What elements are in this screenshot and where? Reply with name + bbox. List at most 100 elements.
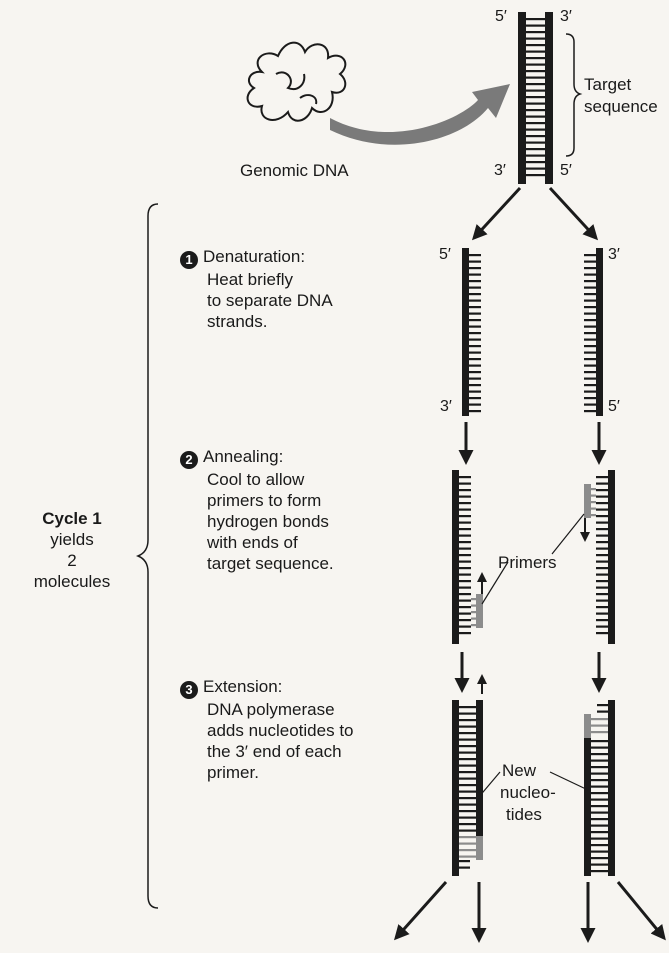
- base-rung: [591, 773, 608, 775]
- base-rung: [469, 404, 481, 406]
- base-rung: [584, 306, 596, 308]
- base-rung: [469, 410, 481, 412]
- base-rung: [591, 831, 608, 833]
- base-rung: [469, 345, 481, 347]
- base-rung: [591, 786, 608, 788]
- base-rung: [526, 38, 545, 40]
- base-rung: [584, 365, 596, 367]
- base-rung: [596, 567, 608, 569]
- base-rung: [526, 174, 545, 176]
- annealed-strand-right: [584, 470, 615, 644]
- base-rung: [584, 332, 596, 334]
- base-rung: [596, 528, 608, 530]
- base-rung: [591, 857, 608, 859]
- base-rung: [469, 293, 481, 295]
- new-nucleotides-label: New: [502, 760, 536, 781]
- step-text: to separate DNA: [180, 290, 333, 311]
- base-rung: [459, 719, 476, 721]
- base-rung: [469, 326, 481, 328]
- base-rung: [596, 476, 608, 478]
- base-rung: [459, 856, 476, 858]
- base-rung: [459, 561, 471, 563]
- base-rung: [459, 548, 471, 550]
- base-rung: [469, 313, 481, 315]
- base-rung: [526, 25, 545, 27]
- cycle-text: 2: [8, 550, 136, 571]
- step-text: adds nucleotides to: [180, 720, 354, 741]
- step-text: primer.: [180, 762, 354, 783]
- base-rung: [584, 326, 596, 328]
- base-rung: [591, 508, 596, 510]
- base-rung: [526, 83, 545, 85]
- base-rung: [459, 778, 476, 780]
- base-rung: [596, 509, 608, 511]
- annealed-strand-left: [452, 470, 483, 644]
- base-rung: [526, 70, 545, 72]
- base-rung: [584, 300, 596, 302]
- base-rung: [591, 825, 608, 827]
- base-rung: [596, 619, 608, 621]
- base-rung: [591, 812, 608, 814]
- base-rung: [469, 378, 481, 380]
- step-text: hydrogen bonds: [180, 511, 334, 532]
- base-rung: [459, 823, 476, 825]
- base-rung: [591, 779, 608, 781]
- base-rung: [526, 142, 545, 144]
- extended-molecule-right: [584, 700, 615, 876]
- base-rung: [469, 267, 481, 269]
- base-rung: [597, 704, 608, 706]
- base-rung: [469, 371, 481, 373]
- output-arrow-4: [618, 882, 664, 938]
- base-rung: [596, 535, 608, 537]
- base-rung: [591, 718, 608, 720]
- base-rung: [459, 613, 471, 615]
- base-rung: [526, 57, 545, 59]
- base-rung: [469, 319, 481, 321]
- base-rung: [459, 797, 476, 799]
- base-rung: [471, 605, 476, 607]
- base-rung: [459, 626, 471, 628]
- step-text: DNA polymerase: [180, 699, 354, 720]
- step-text: the 3′ end of each: [180, 741, 354, 762]
- target-label-line2: sequence: [584, 96, 658, 117]
- base-rung: [596, 515, 608, 517]
- base-rung: [459, 849, 476, 851]
- base-rung: [469, 280, 481, 282]
- denatured-strand-right: [584, 248, 603, 416]
- end-label: 3′: [560, 8, 572, 26]
- base-rung: [459, 732, 476, 734]
- base-rung: [459, 509, 471, 511]
- base-rung: [591, 740, 608, 742]
- base-rung: [526, 51, 545, 53]
- base-rung: [584, 339, 596, 341]
- base-rung: [596, 574, 608, 576]
- base-rung: [526, 129, 545, 131]
- base-rung: [584, 280, 596, 282]
- end-label: 5′: [560, 162, 572, 180]
- base-rung: [459, 606, 471, 608]
- step-text: Extension:: [203, 677, 282, 696]
- output-arrow-1: [396, 882, 446, 938]
- base-rung: [591, 488, 596, 490]
- base-rung: [471, 598, 476, 600]
- base-rung: [591, 731, 608, 733]
- base-rung: [584, 378, 596, 380]
- base-rung: [584, 261, 596, 263]
- base-rung: [584, 254, 596, 256]
- base-rung: [584, 313, 596, 315]
- base-rung: [526, 135, 545, 137]
- base-rung: [459, 554, 471, 556]
- base-rung: [584, 397, 596, 399]
- base-rung: [459, 483, 471, 485]
- base-rung: [596, 522, 608, 524]
- base-rung: [584, 371, 596, 373]
- step-text: with ends of: [180, 532, 334, 553]
- base-rung: [459, 541, 471, 543]
- base-rung: [596, 496, 608, 498]
- base-rung: [591, 805, 608, 807]
- base-rung: [471, 624, 476, 626]
- base-rung: [471, 611, 476, 613]
- base-rung: [459, 810, 476, 812]
- step-number-badge: 2: [180, 451, 198, 469]
- base-rung: [584, 319, 596, 321]
